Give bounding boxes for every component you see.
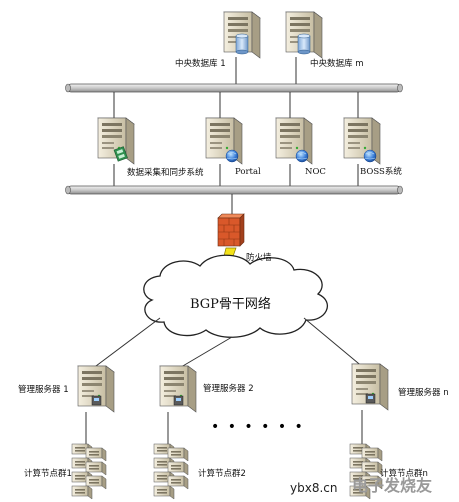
upper-network-bus	[65, 83, 403, 93]
noc-server-icon	[275, 117, 313, 165]
boss-server-icon	[343, 117, 381, 165]
ellipsis-dots: • • • • • •	[211, 419, 305, 435]
portal-server-icon	[205, 117, 243, 165]
portal-label: Portal	[235, 167, 261, 177]
compute-cluster-icon	[153, 443, 189, 500]
mgmt-server-label-n: 管理服务器 n	[398, 388, 449, 398]
firewall-icon	[217, 213, 245, 247]
compute-cluster-label-1: 计算节点群1	[24, 469, 72, 479]
central-db-server-icon	[223, 11, 261, 59]
watermark-site: 电子发烧友	[352, 476, 433, 495]
mgmt-server-label-1: 管理服务器 1	[18, 385, 69, 395]
firewall-label: 防火墙	[246, 253, 272, 263]
compute-cluster-label-2: 计算节点群2	[198, 469, 246, 479]
central-db-server-icon	[285, 11, 323, 59]
compute-cluster-icon	[71, 443, 107, 500]
bgp-backbone-label: BGP骨干网络	[190, 297, 271, 312]
management-server-icon	[351, 363, 389, 411]
watermark-url: ybx8.cn	[290, 481, 338, 495]
data-collection-server-icon	[97, 117, 135, 165]
boss-label: BOSS系统	[360, 167, 402, 177]
mgmt-server-label-2: 管理服务器 2	[203, 384, 254, 394]
management-server-icon	[159, 365, 197, 413]
compute-cluster-label-n: 计算节点群n	[380, 469, 428, 479]
management-server-icon	[77, 365, 115, 413]
bgp-cloud	[143, 254, 329, 338]
central-db-label-m: 中央数据库 m	[310, 59, 364, 69]
central-db-label-1: 中央数据库 1	[175, 59, 226, 69]
data-collection-label: 数据采集和同步系统	[127, 168, 204, 178]
noc-label: NOC	[305, 167, 326, 177]
lower-network-bus	[65, 185, 403, 195]
